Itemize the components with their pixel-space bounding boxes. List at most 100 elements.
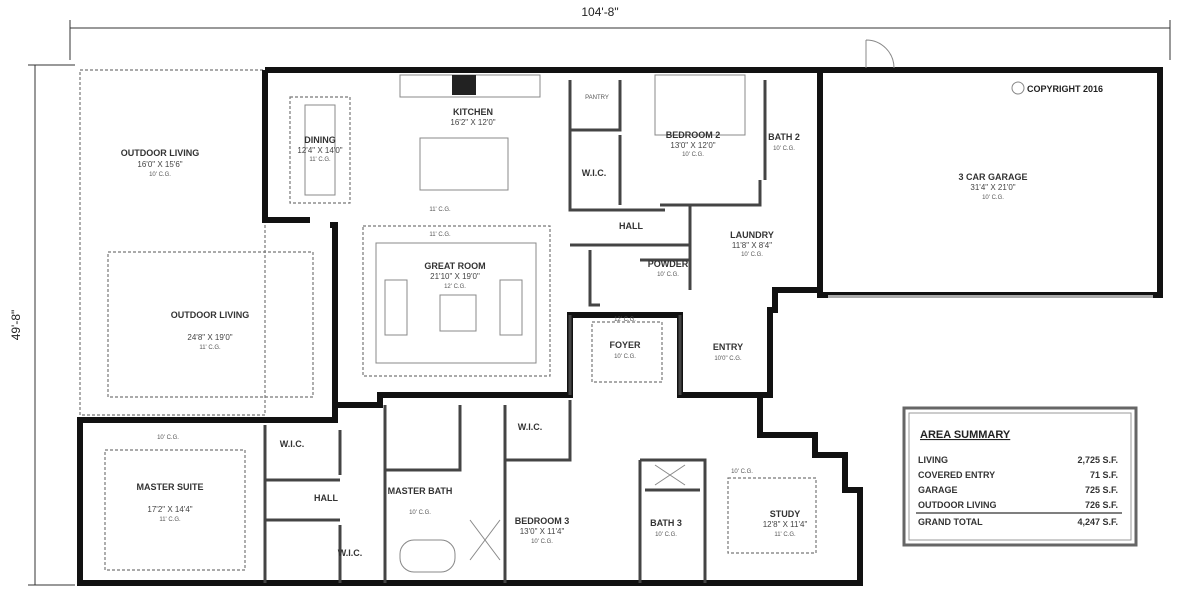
room-size: 21'10" X 19'0" (430, 272, 480, 281)
dining-rug (289, 96, 351, 204)
room-name: OUTDOOR LIVING (171, 310, 250, 320)
room-name: MASTER BATH (388, 486, 453, 496)
wic-label: W.I.C. (582, 168, 607, 178)
room-size: 11'8" X 8'4" (732, 241, 772, 250)
room-name: POWDER (648, 259, 689, 269)
great-room-west-wall (262, 70, 338, 405)
wic-label: W.I.C. (280, 439, 305, 449)
sofa-left (384, 279, 408, 336)
copyright-icon (1011, 81, 1025, 95)
room-ceiling: 11' C.G. (159, 517, 181, 523)
room-name: FOYER (609, 340, 641, 350)
room-name: OUTDOOR LIVING (121, 148, 200, 158)
area-total-label: GRAND TOTAL (918, 517, 983, 527)
room-bedroom-2: BEDROOM 2 13'0" X 12'0" 10' C.G. (666, 130, 721, 158)
room-name: DINING (304, 135, 336, 145)
room-size: 17'2" X 14'4" (147, 505, 192, 514)
room-ceiling: 10' C.G. (741, 252, 763, 258)
area-row-value: 71 S.F. (1090, 470, 1118, 480)
area-row-value: 726 S.F. (1085, 500, 1118, 510)
room-bedroom-3: BEDROOM 3 13'0" X 11'4" 10' C.G. (515, 516, 570, 545)
room-ceiling: 10' C.G. (657, 272, 679, 278)
area-row-value: 725 S.F. (1085, 485, 1118, 495)
room-size: 31'4" X 21'0" (970, 183, 1015, 192)
room-kitchen: KITCHEN 16'2" X 12'0" 11' C.G. (429, 107, 495, 213)
room-name: GREAT ROOM (424, 261, 485, 271)
cooktop-icon (452, 75, 476, 95)
outdoor-living-rug (107, 251, 314, 398)
kitchen-island (419, 137, 509, 191)
room-ceiling: 10' C.G. (409, 510, 431, 516)
room-great-room: 11' C.G. GREAT ROOM 21'10" X 19'0" 12' C… (424, 232, 485, 290)
area-row-label: GARAGE (918, 485, 958, 495)
garage-door-swing (865, 39, 895, 69)
master-rug (104, 449, 246, 571)
area-row-label: COVERED ENTRY (918, 470, 995, 480)
room-size: 24'8" X 19'0" (187, 333, 232, 342)
room-ceiling: 11' C.G. (309, 157, 331, 163)
room-size: 16'0" X 15'6" (137, 160, 182, 169)
room-name: BEDROOM 3 (515, 516, 570, 526)
room-powder: POWDER 10' C.G. (648, 259, 689, 278)
depth-label: 49'-8" (9, 310, 23, 341)
depth-dimension: 49'-8" (9, 64, 75, 586)
width-label: 104'-8" (581, 5, 618, 19)
room-ceiling: 10' C.G. (149, 172, 171, 178)
great-room-rug-outer (362, 225, 551, 377)
sofa-right (499, 279, 523, 336)
room-size: 12'8" X 11'4" (763, 520, 808, 529)
outdoor-porch-outline (79, 69, 266, 416)
room-ceiling: 12' C.G. (444, 284, 466, 290)
room-size: 13'0" X 11'4" (520, 527, 565, 536)
pantry-label: PANTRY (585, 95, 609, 101)
study-rug (727, 477, 817, 554)
room-ceiling: 10' C.G. (773, 146, 795, 152)
area-total-value: 4,247 S.F. (1077, 517, 1118, 527)
room-ceiling: 11' C.G. (774, 532, 796, 538)
room-name: BATH 2 (768, 132, 800, 142)
area-row-label: OUTDOOR LIVING (918, 500, 997, 510)
room-name: LAUNDRY (730, 230, 774, 240)
room-ceiling: 10' C.G. (982, 195, 1004, 201)
room-ceiling: 10' C.G. (614, 354, 636, 360)
room-name: KITCHEN (453, 107, 493, 117)
room-master-suite: 10' C.G. MASTER SUITE 17'2" X 14'4" 11' … (136, 435, 203, 523)
wic-label: W.I.C. (518, 422, 543, 432)
foyer-rug (591, 321, 663, 383)
room-garage: 3 CAR GARAGE 31'4" X 21'0" 10' C.G. (958, 172, 1027, 201)
room-ceiling: 11' C.G. (199, 345, 221, 351)
dining-table (304, 104, 336, 196)
width-dimension: 104'-8" (69, 5, 1171, 60)
room-ceiling-outer: 12' C.G. (614, 317, 636, 323)
bathtub-icon (399, 539, 456, 573)
garage-door (828, 295, 1153, 298)
room-name: 3 CAR GARAGE (958, 172, 1027, 182)
room-ceiling-outer: 10' C.G. (157, 435, 179, 441)
shower-x-icon (469, 464, 686, 561)
copyright-text: COPYRIGHT 2016 (1027, 84, 1103, 94)
room-outdoor-living-1: OUTDOOR LIVING 16'0" X 15'6" 10' C.G. (121, 148, 200, 178)
room-ceiling: 11' C.G. (429, 207, 451, 213)
room-master-bath: MASTER BATH 10' C.G. (388, 486, 453, 516)
room-bath-2: BATH 2 10' C.G. (768, 132, 800, 152)
interior-walls (263, 80, 767, 583)
room-study: 10' C.G. STUDY 12'8" X 11'4" 11' C.G. (731, 469, 807, 538)
great-room-rug-inner (375, 242, 537, 364)
coffee-table (439, 294, 477, 332)
room-ceiling-outer: 11' C.G. (429, 232, 451, 238)
area-row-value: 2,725 S.F. (1077, 455, 1118, 465)
room-entry: ENTRY 10'0" C.G. (713, 342, 743, 362)
area-summary-title: AREA SUMMARY (920, 429, 1011, 441)
room-ceiling: 10' C.G. (682, 152, 704, 158)
room-size: 13'0" X 12'0" (670, 141, 715, 150)
room-name: MASTER SUITE (136, 482, 203, 492)
room-foyer: 12' C.G. FOYER 10' C.G. (609, 317, 641, 360)
room-outdoor-living-2: OUTDOOR LIVING 24'8" X 19'0" 11' C.G. (171, 310, 250, 351)
room-size: 16'2" X 12'0" (450, 118, 495, 127)
room-name: BEDROOM 2 (666, 130, 721, 140)
area-summary: AREA SUMMARY LIVING 2,725 S.F. COVERED E… (902, 406, 1138, 547)
hall-label: HALL (619, 221, 643, 231)
bed-bedroom-2 (654, 74, 746, 136)
room-ceiling-outer: 10' C.G. (731, 469, 753, 475)
